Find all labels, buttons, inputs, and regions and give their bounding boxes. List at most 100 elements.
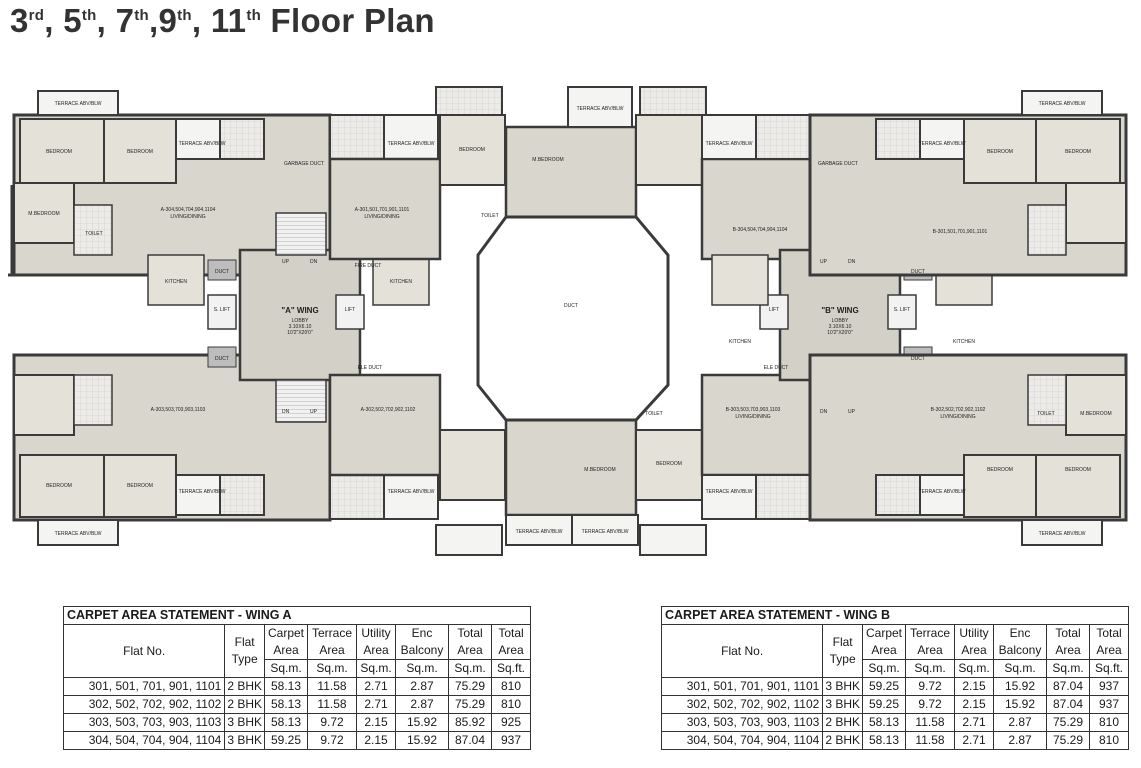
cell-flat-type: 2 BHK	[822, 713, 863, 732]
cell-total-sqm: 85.92	[448, 713, 492, 732]
cell-flat-no: 302, 502, 702, 902, 1102	[62, 695, 226, 714]
header-carpet: Carpet Area	[264, 624, 308, 660]
cell-carpet: 58.13	[264, 695, 308, 714]
cell-enc: 15.92	[993, 677, 1047, 696]
cell-total-sqft: 810	[1089, 731, 1129, 750]
label-living: LIVING/DINING	[735, 414, 770, 420]
label-terrace: TERRACE ABV/BLW	[1039, 531, 1086, 537]
label-bedroom: BEDROOM	[987, 467, 1013, 473]
label-up: UP	[848, 409, 856, 415]
page-title: 3rd, 5th, 7th,9th, 11th Floor Plan	[10, 2, 435, 39]
cell-utility: 2.71	[954, 713, 994, 732]
table-row: 304, 504, 704, 904, 1104 3 BHK 59.25 9.7…	[62, 731, 531, 750]
cell-enc: 2.87	[993, 713, 1047, 732]
header-carpet: Carpet Area	[862, 624, 906, 660]
unit-cell: Sq.m.	[395, 659, 449, 678]
cell-total-sqm: 87.04	[1046, 695, 1090, 714]
cell-utility: 2.71	[356, 695, 396, 714]
cell-utility: 2.15	[954, 695, 994, 714]
label-terrace: TERRACE ABV/BLW	[919, 489, 966, 495]
cell-flat-no: 302, 502, 702, 902, 1102	[660, 695, 824, 714]
wing-a-lobby: LOBBY	[292, 318, 309, 324]
header-total-sqft: Total Area	[1089, 624, 1129, 660]
cell-enc: 2.87	[395, 677, 449, 696]
cell-flat-no: 304, 504, 704, 904, 1104	[62, 731, 226, 750]
label-bedroom: BEDROOM	[459, 147, 485, 153]
wing-b-lobby-ft: 10'2"X20'0"	[827, 330, 853, 336]
cell-enc: 15.92	[395, 731, 449, 750]
plan-labels: BEDROOM BEDROOM BEDROOM BEDROOM BEDROOM …	[28, 101, 1111, 537]
wing-a-block	[12, 86, 506, 556]
cell-utility: 2.71	[356, 677, 396, 696]
cell-flat-no: 301, 501, 701, 901, 1101	[660, 677, 824, 696]
carpet-area-table-wing-b: CARPET AREA STATEMENT - WING B Flat No. …	[660, 606, 1129, 750]
wing-b-lobby-dim: 3.10X6.10	[829, 324, 852, 330]
label-kitchen: KITCHEN	[390, 279, 412, 285]
label-unit: B-302,502,702,902,1102	[931, 407, 986, 413]
wing-b-lobby: LOBBY	[832, 318, 849, 324]
label-terrace: TERRACE ABV/BLW	[388, 141, 435, 147]
cell-carpet: 59.25	[862, 677, 906, 696]
wing-a-lobby-ft: 10'2"X20'0"	[287, 330, 313, 336]
wing-b-block	[635, 86, 1128, 556]
label-duct: DUCT	[911, 269, 925, 275]
label-dn: DN	[282, 409, 290, 415]
table-row: 301, 501, 701, 901, 1101 2 BHK 58.13 11.…	[62, 677, 531, 696]
label-m-bedroom: M.BEDROOM	[532, 157, 563, 163]
label-m-bedroom: M.BEDROOM	[584, 467, 615, 473]
table-row: 303, 503, 703, 903, 1103 3 BHK 58.13 9.7…	[62, 713, 531, 732]
label-unit: A-303,503,703,903,1103	[151, 407, 206, 413]
carpet-area-table-wing-a: CARPET AREA STATEMENT - WING A Flat No. …	[62, 606, 531, 750]
label-terrace: TERRACE ABV/BLW	[388, 489, 435, 495]
label-toilet: TOILET	[645, 411, 662, 417]
header-total-sqft: Total Area	[491, 624, 531, 660]
table-caption: CARPET AREA STATEMENT - WING B	[661, 606, 1129, 625]
header-flat-no: Flat No.	[62, 624, 226, 678]
label-terrace: TERRACE ABV/BLW	[55, 531, 102, 537]
unit-cell: Sq.m.	[448, 659, 492, 678]
cell-carpet: 58.13	[264, 677, 308, 696]
label-terrace: TERRACE ABV/BLW	[516, 529, 563, 535]
label-m-bedroom: M.BEDROOM	[28, 211, 59, 217]
label-terrace: TERRACE ABV/BLW	[706, 489, 753, 495]
label-bedroom: BEDROOM	[127, 149, 153, 155]
cell-total-sqft: 810	[491, 695, 531, 714]
label-duct: DUCT	[911, 356, 925, 362]
cell-carpet: 58.13	[264, 713, 308, 732]
label-bedroom: BEDROOM	[987, 149, 1013, 155]
cell-total-sqft: 937	[1089, 677, 1129, 696]
label-s-lift: S. LIFT	[894, 307, 910, 313]
unit-cell: Sq.m.	[905, 659, 955, 678]
cell-terrace: 11.58	[307, 695, 357, 714]
label-terrace: TERRACE ABV/BLW	[919, 141, 966, 147]
table-row: 301, 501, 701, 901, 1101 3 BHK 59.25 9.7…	[660, 677, 1129, 696]
label-bedroom: BEDROOM	[1065, 467, 1091, 473]
cell-terrace: 9.72	[307, 713, 357, 732]
label-unit: B-301,501,701,901,1101	[933, 229, 988, 235]
cell-carpet: 58.13	[862, 731, 906, 750]
header-flat-type: Flat Type	[224, 624, 265, 678]
cell-enc: 15.92	[395, 713, 449, 732]
cell-total-sqm: 75.29	[448, 677, 492, 696]
unit-cell: Sq.m.	[264, 659, 308, 678]
table-row: 303, 503, 703, 903, 1103 2 BHK 58.13 11.…	[660, 713, 1129, 732]
cell-flat-no: 304, 504, 704, 904, 1104	[660, 731, 824, 750]
header-flat-type: Flat Type	[822, 624, 863, 678]
cell-terrace: 11.58	[905, 731, 955, 750]
label-terrace: TERRACE ABV/BLW	[577, 106, 624, 112]
label-up: UP	[282, 259, 290, 265]
label-lift: LIFT	[345, 307, 355, 313]
label-s-lift: S. LIFT	[214, 307, 230, 313]
label-living: LIVING/DINING	[170, 214, 205, 220]
label-living: LIVING/DINING	[940, 414, 975, 420]
duct-label-center: DUCT	[564, 303, 578, 309]
cell-enc: 2.87	[993, 731, 1047, 750]
label-bedroom: BEDROOM	[46, 149, 72, 155]
label-terrace: TERRACE ABV/BLW	[706, 141, 753, 147]
cell-total-sqft: 810	[491, 677, 531, 696]
unit-cell: Sq.ft.	[1089, 659, 1129, 678]
label-up: UP	[820, 259, 828, 265]
label-dn: DN	[820, 409, 828, 415]
label-terrace: TERRACE ABV/BLW	[55, 101, 102, 107]
cell-utility: 2.71	[954, 731, 994, 750]
